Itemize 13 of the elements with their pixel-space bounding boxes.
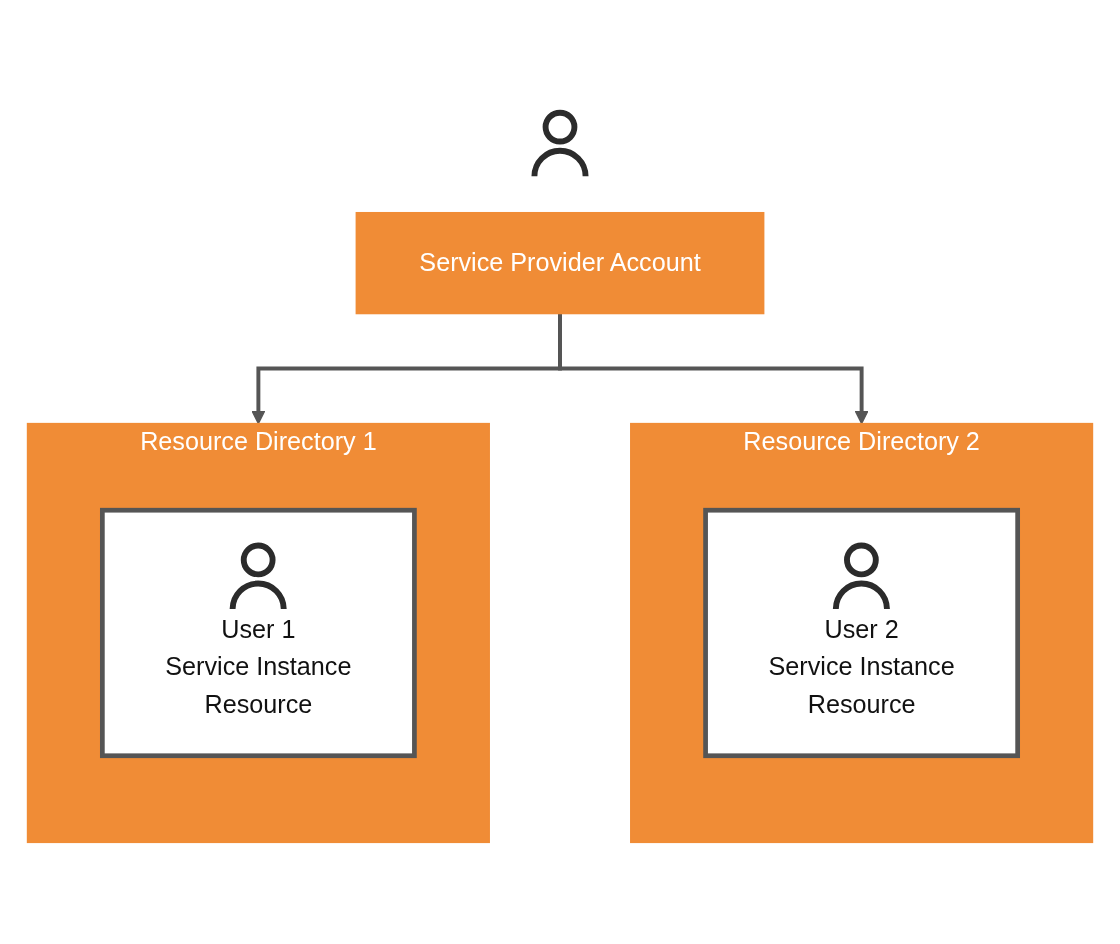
node-text: Service Instance	[165, 653, 352, 680]
process-box	[100, 507, 417, 758]
group-title: Resource Directory 1	[140, 427, 377, 455]
node-text: Resource	[204, 690, 313, 718]
node-text: Resource	[807, 690, 916, 718]
arrow	[558, 313, 869, 424]
node-text: User 2	[824, 615, 899, 642]
group-title: Resource Directory 2	[743, 427, 980, 455]
process-box	[355, 211, 765, 314]
node-text: User 1	[221, 615, 296, 642]
node-text: Service Instance	[768, 653, 955, 680]
node-text: Service Provider Account	[419, 248, 701, 276]
process-box	[703, 507, 1020, 758]
